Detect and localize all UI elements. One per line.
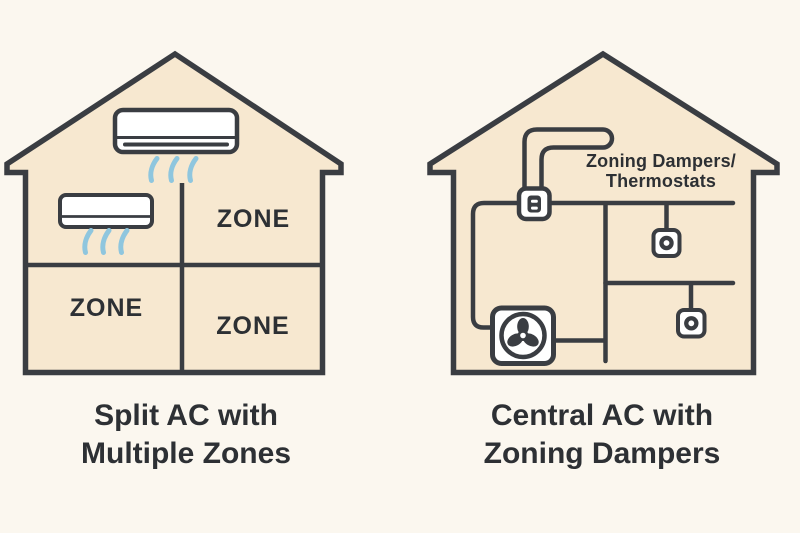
- left-caption: Split AC with Multiple Zones: [36, 397, 336, 473]
- zoning-damper-icon: [516, 186, 552, 222]
- left-caption-line1: Split AC with: [94, 399, 278, 432]
- thermostat-icon-upper: [651, 202, 682, 258]
- fan-unit-icon: [490, 305, 556, 366]
- left-house: [4, 50, 344, 376]
- zone-label-upper-right: ZONE: [216, 205, 291, 233]
- left-caption-line2: Multiple Zones: [81, 437, 291, 470]
- zone-label-lower-right: ZONE: [216, 312, 290, 340]
- ac-unit-top-icon: [112, 107, 240, 155]
- ac-unit-left-icon: [58, 193, 154, 229]
- damper-annotation-line1: Zoning Dampers/: [585, 151, 736, 171]
- supply-duct-main: [470, 200, 736, 330]
- damper-annotation: Zoning Dampers/ Thermostats: [561, 151, 761, 191]
- airflow-icon-left: [82, 228, 130, 255]
- right-caption: Central AC with Zoning Dampers: [452, 397, 752, 473]
- zone-label-lower-left: ZONE: [69, 294, 144, 322]
- airflow-icon-top: [148, 156, 199, 183]
- right-caption-line2: Zoning Dampers: [483, 437, 721, 470]
- right-house: [427, 50, 780, 376]
- right-caption-line1: Central AC with: [490, 399, 714, 432]
- left-house-outline: [4, 50, 344, 376]
- thermostat-icon-lower: [676, 282, 707, 339]
- duct-riser: [522, 127, 615, 192]
- damper-annotation-line2: Thermostats: [605, 171, 717, 191]
